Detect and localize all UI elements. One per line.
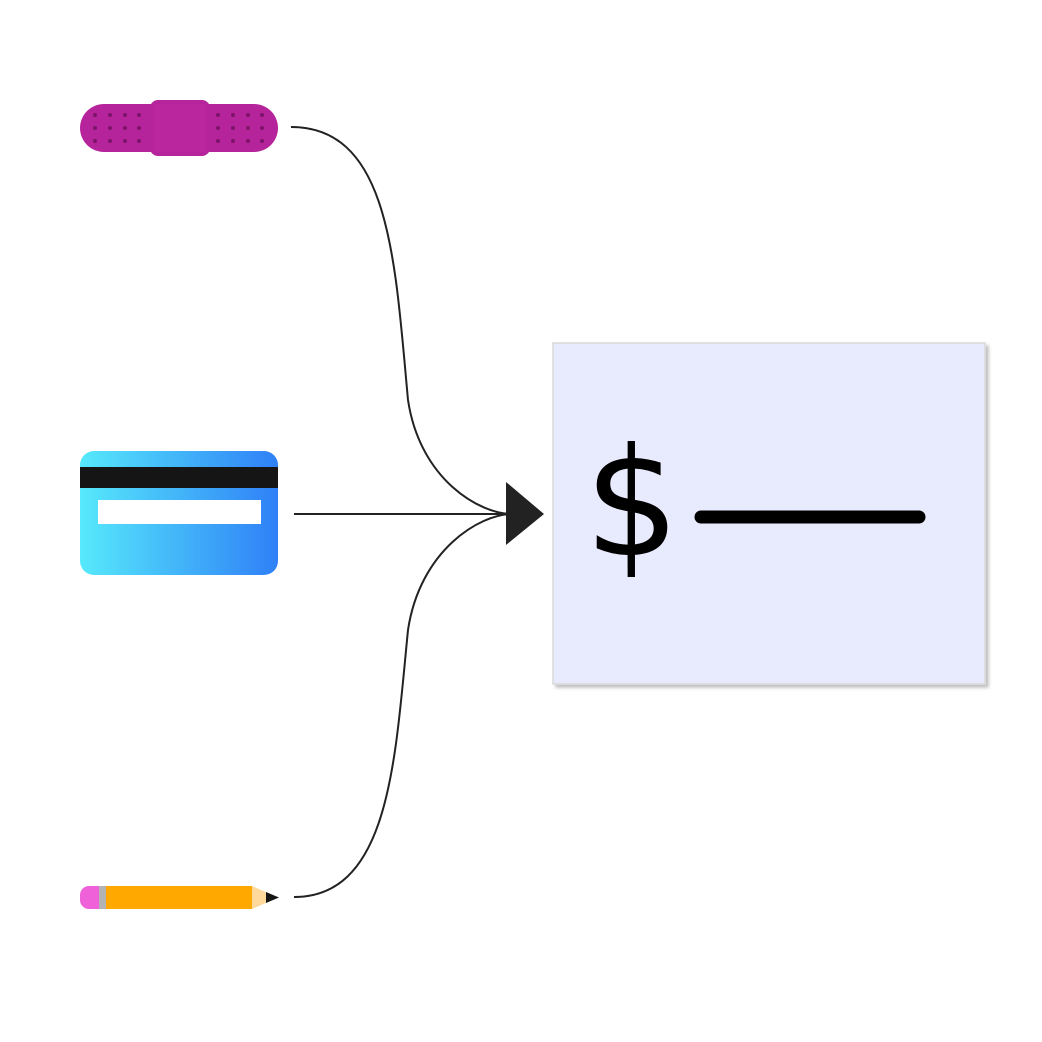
pencil-icon — [80, 886, 279, 909]
dollar-sign-icon: $ — [584, 417, 679, 591]
bandage-icon — [80, 100, 278, 156]
price-symbol: $ — [584, 417, 679, 591]
arrowhead-icon — [506, 482, 544, 545]
connectors — [290, 126, 513, 898]
connector-bandage — [290, 126, 513, 515]
connector-pencil — [293, 513, 513, 898]
price-tag-icon: $ — [552, 342, 986, 685]
credit-card-icon — [80, 451, 278, 575]
